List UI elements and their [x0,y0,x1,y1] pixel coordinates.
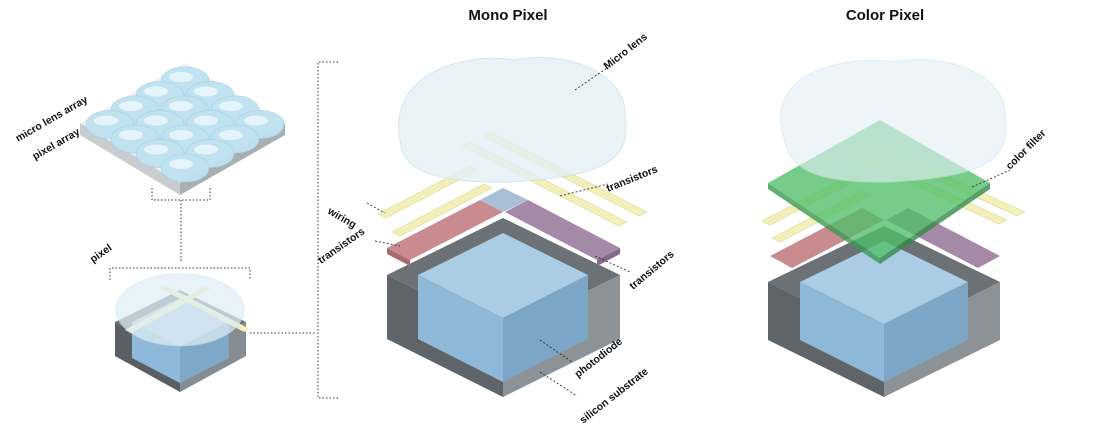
label-micro-lens: Micro lens [601,31,649,73]
micro-lens-highlight [219,130,243,140]
color-photodiode-left [800,282,884,382]
color-filter-edge-left [768,183,880,264]
micro-lens-highlight [169,72,193,82]
mono-pixel-title: Mono Pixel [468,7,547,24]
leader-transistors-right [594,255,631,273]
mono-bracket [317,61,338,399]
micro-lens-highlight [144,144,168,155]
micro-lens-highlight [169,130,193,140]
mono-photodiode-top [418,233,588,318]
micro-lens-array [85,66,285,183]
label-silicon-substrate: silicon substrate [577,365,650,426]
small-pixel-illustration [115,273,250,392]
leader-transistors-left [374,240,401,247]
mono-transistor-red [387,200,503,260]
micro-lens-highlight [144,86,168,97]
micro-lens-highlight [219,101,243,111]
array-slab-left [80,123,180,195]
leader-photodiode [539,339,573,363]
leader-silicon-substrate [539,371,578,397]
leader-transistors-top [559,183,609,197]
micro-lens-highlight [119,101,143,111]
micro-lens-highlight [244,115,268,126]
micro-lens-highlight [119,130,143,140]
leader-wiring [366,202,386,214]
mono-transistor-center [480,188,528,212]
leader-micro-lens [574,67,608,91]
pixel-array-illustration [80,63,285,195]
micro-lens-highlight [194,144,218,155]
label-transistors-left: transistors [316,225,367,266]
micro-lens-highlight [169,101,193,111]
label-transistors-right: transistors [627,248,676,292]
pixel-bracket [109,267,251,280]
micro-lens-highlight [194,115,218,126]
mono-micro-lens [398,57,627,183]
color-pixel-title: Color Pixel [846,7,924,24]
mono-transistor-purple-edge [597,248,620,266]
label-transistors-top: transistors [605,163,660,195]
mono-photodiode-left [418,275,503,382]
label-wiring: wiring [325,205,359,231]
leader-color-filter [971,169,1011,188]
color-photodiode-top [800,241,968,324]
color-micro-lens [780,59,1007,183]
color-pixel-illustration [761,59,1026,397]
label-color-filter: color filter [1004,127,1049,172]
mono-transistor-red-edge [387,248,410,266]
micro-lens-highlight [169,159,193,169]
mono-pixel-illustration [377,57,648,397]
mono-photodiode-right [503,275,588,382]
micro-lens-highlight [194,86,218,97]
micro-lens-highlight [144,115,168,126]
label-pixel: pixel [88,242,115,266]
color-filter-edge-right [880,183,990,264]
mono-wiring-b [391,183,493,237]
small-micro-lens [115,273,245,347]
mono-transistor-purple [505,200,620,260]
color-photodiode-right [884,282,968,382]
micro-lens-highlight [94,115,118,126]
